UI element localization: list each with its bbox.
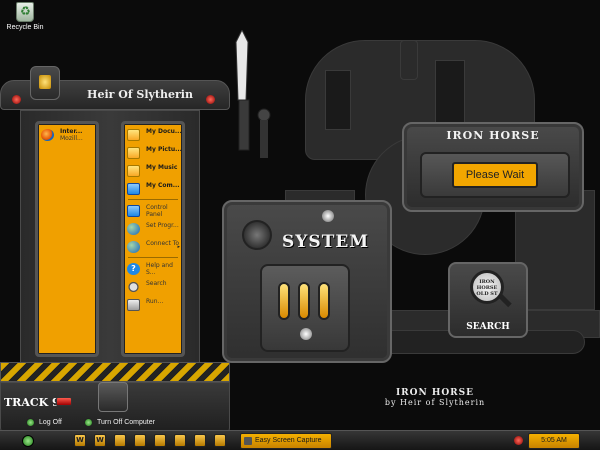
menu-item-label: Connect To [146, 240, 180, 247]
recycle-bin[interactable]: Recycle Bin [4, 2, 46, 31]
firefox-icon [41, 129, 54, 141]
menu-item-subtitle: Mozill... [60, 135, 83, 142]
menu-item-my-documents[interactable]: My Docu... [127, 128, 182, 142]
system-title: SYSTEM [282, 232, 370, 252]
menu-item-set-program-access[interactable]: Set Progr... [127, 222, 182, 236]
menu-item-label: Set Progr... [146, 222, 179, 229]
menu-item-help-and-support[interactable]: ? Help and S... [127, 262, 182, 276]
quick-launch-icon[interactable] [194, 434, 206, 447]
run-icon [127, 299, 140, 311]
folder-icon [127, 165, 140, 177]
menu-item-label: Run... [146, 298, 164, 305]
log-off-button[interactable]: Log Off [26, 418, 62, 427]
vent-slot [318, 282, 330, 320]
quick-launch-icon[interactable] [154, 434, 166, 447]
menu-item-label: My Docu... [146, 128, 182, 135]
globe-icon [127, 241, 140, 253]
menu-item-label: My Music [146, 164, 178, 171]
turn-off-computer-button[interactable]: Turn Off Computer [84, 418, 155, 427]
menu-item-run[interactable]: Run... [127, 298, 182, 312]
help-icon: ? [127, 263, 140, 275]
system-panel[interactable]: SYSTEM [222, 200, 392, 363]
menu-separator [128, 257, 178, 258]
login-panel-title: IRON HORSE [446, 129, 540, 142]
caption-title: IRON HORSE [395, 388, 475, 398]
lamp-icon [30, 66, 60, 100]
menu-item-my-computer[interactable]: My Com... [127, 182, 182, 196]
start-menu: Heir Of Slytherin Inter... Mozill... My … [0, 66, 230, 436]
menu-item-label: Search [146, 280, 167, 287]
vent-slot [298, 282, 310, 320]
iron-horse-login-panel: IRON HORSE Please Wait [402, 122, 584, 212]
folder-icon [127, 129, 140, 141]
hazard-stripe [0, 362, 230, 382]
start-menu-user-name: Heir Of Slytherin [87, 88, 193, 101]
menu-item-my-pictures[interactable]: My Pictu... [127, 146, 182, 160]
menu-item-control-panel[interactable]: Control Panel [127, 204, 182, 218]
menu-item-connect-to[interactable]: Connect To ▸ [127, 240, 182, 254]
menu-separator [128, 199, 178, 200]
quick-launch-icon[interactable] [114, 434, 126, 447]
search-icon [127, 281, 140, 293]
quick-launch-icon[interactable] [134, 434, 146, 447]
start-menu-body: Inter... Mozill... My Docu... My Pictu..… [20, 110, 200, 364]
search-label: SEARCH [466, 322, 510, 332]
power-icon [84, 418, 93, 427]
magnifier-handle [498, 293, 512, 308]
pinned-programs-pane: Inter... Mozill... [35, 121, 99, 357]
taskbar-clock[interactable]: 5:05 AM [528, 433, 580, 449]
menu-item-search[interactable]: Search [127, 280, 182, 294]
track-toggle-switch[interactable] [56, 397, 72, 406]
menu-item-internet[interactable]: Inter... Mozill... [41, 128, 96, 142]
taskbar: W W Easy Screen Capture 5:05 AM [0, 430, 600, 450]
menu-item-label: Help and S... [146, 262, 173, 276]
quick-launch-icon[interactable] [214, 434, 226, 447]
lever-icon [235, 30, 271, 158]
log-off-icon [26, 418, 35, 427]
red-light-icon [12, 95, 21, 104]
rivet-icon [322, 210, 334, 222]
furnace-door [260, 264, 350, 352]
menu-item-my-music[interactable]: My Music [127, 164, 182, 178]
quick-launch-icon[interactable] [174, 434, 186, 447]
magnifier-icon: IRON HORSE OLD ST [470, 270, 504, 304]
theme-caption: IRON HORSE by Heir of Slytherin [365, 388, 505, 407]
log-off-label: Log Off [39, 419, 62, 426]
turn-off-label: Turn Off Computer [97, 419, 155, 426]
places-pane: My Docu... My Pictu... My Music My Com..… [121, 121, 185, 357]
submenu-arrow-icon: ▸ [177, 244, 180, 250]
menu-item-label: Control Panel [146, 204, 168, 218]
recycle-bin-icon [16, 2, 34, 22]
control-panel-icon [127, 205, 140, 217]
menu-item-title: Inter... [60, 128, 83, 135]
folder-icon [127, 147, 140, 159]
throttle-handle [98, 382, 128, 412]
taskbar-button-easy-screen-capture[interactable]: Easy Screen Capture [240, 433, 332, 449]
rivet-icon [300, 328, 312, 340]
please-wait-button[interactable]: Please Wait [452, 162, 538, 188]
vent-slot [278, 282, 290, 320]
tray-light-icon [514, 436, 523, 445]
quick-launch-icon[interactable]: W [94, 434, 106, 447]
red-light-icon [206, 95, 215, 104]
gear-icon [242, 220, 272, 250]
start-button[interactable] [22, 435, 34, 447]
search-panel[interactable]: IRON HORSE OLD ST SEARCH [448, 262, 528, 338]
login-button-frame: Please Wait [420, 152, 570, 198]
menu-item-label: My Pictu... [146, 146, 182, 153]
computer-icon [127, 183, 140, 195]
quick-launch-icon[interactable]: W [74, 434, 86, 447]
program-access-icon [127, 223, 140, 235]
recycle-bin-label: Recycle Bin [6, 24, 44, 31]
menu-item-label: My Com... [146, 182, 180, 189]
caption-author: by Heir of Slytherin [384, 398, 486, 407]
track-label: TRACK 9 [4, 396, 60, 409]
